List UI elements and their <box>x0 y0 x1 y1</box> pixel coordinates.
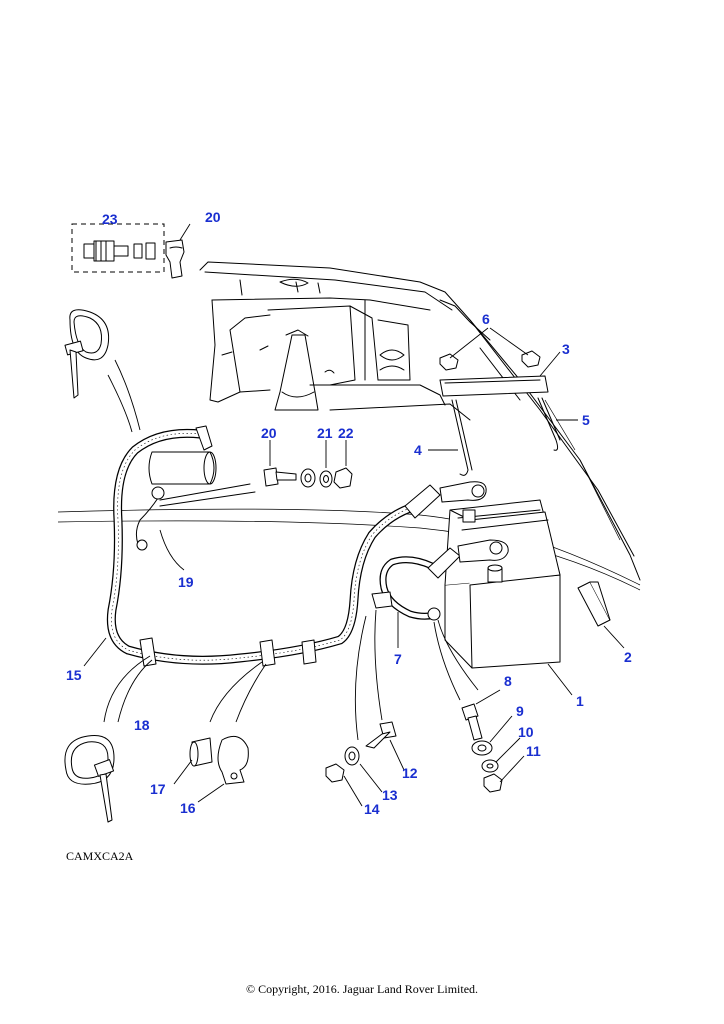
callout-20-top: 20 <box>205 209 221 225</box>
bolt-12 <box>365 721 397 749</box>
starter-motor-outline <box>148 451 217 485</box>
grommet-17 <box>189 737 213 767</box>
washer-10 <box>481 759 499 773</box>
callout-2: 2 <box>624 649 632 665</box>
cable-tie-top <box>64 309 110 399</box>
callout-15: 15 <box>66 667 82 683</box>
battery <box>444 499 561 669</box>
washer-21b-center <box>319 470 333 488</box>
callout-7: 7 <box>394 651 402 667</box>
callout-3: 3 <box>562 341 570 357</box>
callout-16: 16 <box>180 800 196 816</box>
copyright-notice: © Copyright, 2016. Jaguar Land Rover Lim… <box>245 982 479 996</box>
callout-9: 9 <box>516 703 524 719</box>
spacer-block <box>577 581 611 627</box>
callout-19: 19 <box>178 574 194 590</box>
bolt-8 <box>461 703 483 741</box>
callout-17: 17 <box>150 781 166 797</box>
clamp-rod-4 <box>451 399 473 476</box>
battery-cable-negative <box>371 539 509 621</box>
battery-cable-positive <box>404 481 487 519</box>
callout-8: 8 <box>504 673 512 689</box>
clamp-rod-5 <box>537 397 561 451</box>
callout-21: 21 <box>317 425 333 441</box>
callout-18: 18 <box>134 717 150 733</box>
illustration-code: CAMXCA2A <box>66 849 134 863</box>
callout-13: 13 <box>382 787 398 803</box>
callout-12: 12 <box>402 765 418 781</box>
nut-22-center <box>333 467 353 489</box>
washer-9 <box>471 740 493 756</box>
part-23-sender-kit <box>71 223 165 273</box>
callout-labels: 1 2 3 4 5 6 7 8 9 10 11 12 13 14 15 16 1… <box>66 209 632 817</box>
nut-14 <box>325 763 345 783</box>
callout-10: 10 <box>518 724 534 740</box>
nut-6-left <box>439 353 459 371</box>
callout-22: 22 <box>338 425 354 441</box>
cable-tie-18 <box>64 734 115 823</box>
callout-5: 5 <box>582 412 590 428</box>
bolt-20 <box>263 467 297 487</box>
callout-11: 11 <box>526 743 541 759</box>
callout-14: 14 <box>364 801 380 817</box>
part-20-terminal-boot-top <box>165 239 185 279</box>
callout-20-center: 20 <box>261 425 277 441</box>
battery-clamp-bar <box>439 375 549 397</box>
p-clip-16 <box>217 735 249 785</box>
main-cable-harness <box>106 425 425 667</box>
nut-6-right <box>521 350 541 368</box>
callout-4: 4 <box>414 442 422 458</box>
washer-13 <box>344 746 360 766</box>
nut-11 <box>483 773 503 793</box>
callout-23: 23 <box>102 211 118 227</box>
washer-21-center <box>300 468 316 488</box>
leader-lines <box>83 223 625 807</box>
callout-1: 1 <box>576 693 584 709</box>
callout-6: 6 <box>482 311 490 327</box>
vehicle-body-outline <box>57 261 641 591</box>
